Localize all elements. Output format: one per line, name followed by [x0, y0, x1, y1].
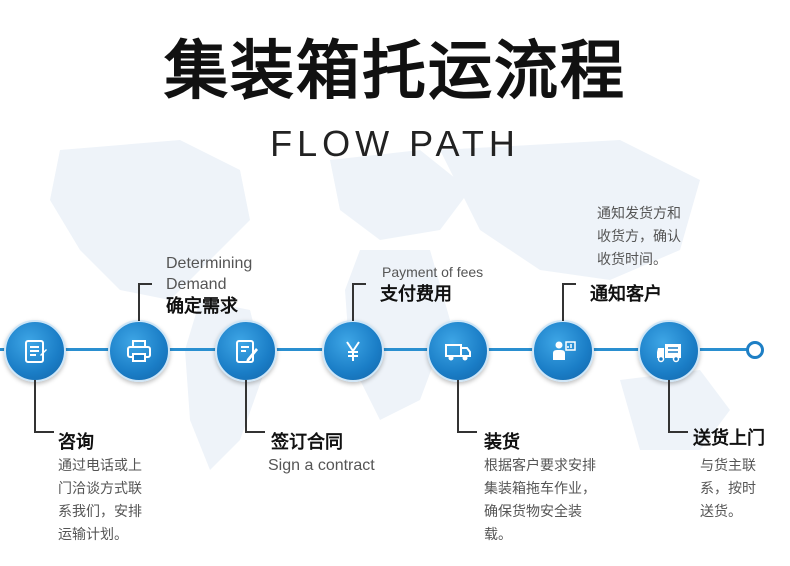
step-loading-label: 装货 — [484, 432, 520, 453]
step-loading-circle — [427, 320, 489, 382]
printer-icon — [127, 340, 151, 362]
connector-contract-h — [245, 431, 265, 433]
step-consult-desc: 通过电话或上 门洽谈方式联 系我们，安排 运输计划。 — [58, 458, 142, 543]
connector-delivery — [668, 380, 670, 432]
connector-demand-h — [138, 283, 152, 285]
step-notify-label: 通知客户 — [590, 284, 662, 305]
connector-notify-h — [562, 283, 576, 285]
connector-payment — [352, 283, 354, 321]
step-payment-label: 支付费用 — [380, 284, 452, 305]
step-delivery-desc: 与货主联 系，按时 送货。 — [700, 458, 756, 520]
page-title: 集装箱托运流程 — [164, 35, 626, 109]
step-consult-circle — [4, 320, 66, 382]
step-payment-circle — [322, 320, 384, 382]
step-loading-desc: 根据客户要求安排 集装箱拖车作业， 确保货物安全装 载。 — [484, 458, 596, 543]
document-icon — [25, 340, 47, 363]
connector-contract — [245, 380, 247, 432]
step-delivery-label: 送货上门 — [693, 428, 765, 449]
step-notify-circle — [532, 320, 594, 382]
page-subtitle: FLOW PATH — [270, 123, 520, 164]
step-demand-circle — [108, 320, 170, 382]
contract-pen-icon — [236, 340, 258, 363]
connector-consult — [34, 380, 36, 432]
step-contract-circle — [215, 320, 277, 382]
delivery-truck-icon — [657, 344, 681, 363]
step-consult-label: 咨询 — [58, 432, 94, 453]
step-contract-label: 签订合同 — [271, 432, 343, 453]
step-demand-label: 确定需求 — [166, 296, 238, 317]
connector-loading — [457, 380, 459, 432]
connector-delivery-h — [668, 431, 688, 433]
step-delivery-circle — [638, 320, 700, 382]
yen-icon — [346, 341, 360, 361]
connector-demand — [138, 283, 140, 321]
step-payment-en: Payment of fees — [382, 264, 484, 280]
connector-consult-h — [34, 431, 54, 433]
step-contract-en: Sign a contract — [268, 457, 375, 474]
step-demand-en: Determining Demand — [166, 255, 253, 293]
step-notify-desc: 通知发货方和 收货方，确认 收货时间。 — [597, 206, 681, 268]
connector-notify — [562, 283, 564, 321]
presenter-icon — [553, 341, 576, 360]
truck-icon — [445, 344, 471, 361]
connector-payment-h — [352, 283, 366, 285]
connector-loading-h — [457, 431, 477, 433]
timeline-end-dot — [746, 341, 764, 359]
